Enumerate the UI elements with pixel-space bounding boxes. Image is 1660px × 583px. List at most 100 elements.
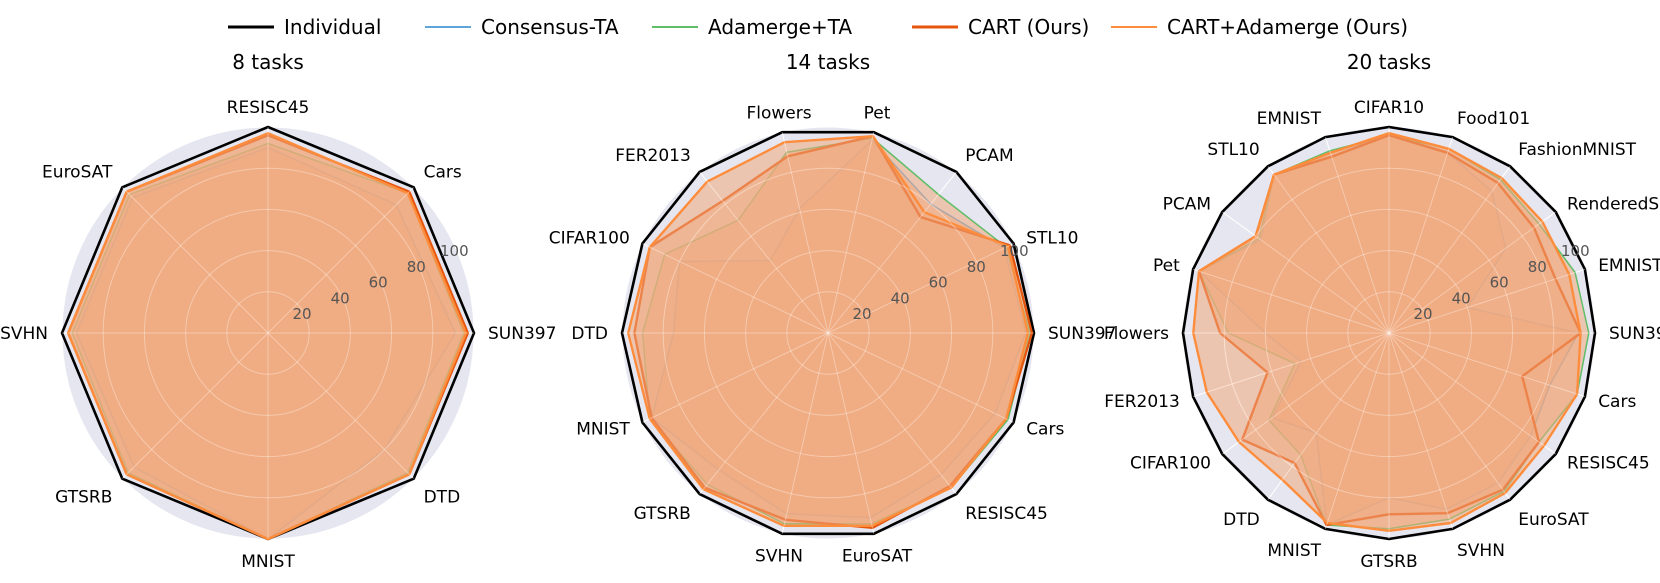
category-label: SUN397 xyxy=(488,324,556,344)
series-cart-adamerge-ours xyxy=(627,134,1030,527)
category-label: Food101 xyxy=(1457,109,1530,129)
category-label: GTSRB xyxy=(1360,552,1417,572)
legend-item-adamerge-ta: Adamerge+TA xyxy=(652,15,852,39)
grid-circle-overlay xyxy=(1306,250,1472,416)
grid-spoke-overlay xyxy=(1222,211,1390,334)
radar-panels: 20406080100SUN397CarsRESISC45EuroSATSVHN… xyxy=(0,50,1660,572)
grid-circle-overlay xyxy=(786,291,870,375)
grid-circle-overlay xyxy=(745,250,911,416)
series-individual xyxy=(620,130,1036,536)
category-label: MNIST xyxy=(1267,541,1321,561)
legend-label: CART (Ours) xyxy=(968,15,1089,39)
grid-spoke-overlay xyxy=(267,332,415,480)
grid-spoke-overlay xyxy=(827,332,957,495)
category-label: EMNIST xyxy=(1257,109,1322,129)
category-label: GTSRB xyxy=(634,504,691,524)
category-label: CIFAR100 xyxy=(549,229,630,249)
grid-circle-overlay xyxy=(1264,208,1514,458)
series-individual xyxy=(1181,125,1597,541)
category-label: RESISC45 xyxy=(1567,453,1650,473)
radar-panel-3: 20406080100SUN397EMNISTRenderedSST2Fashi… xyxy=(1104,50,1660,572)
radial-tick-label: 20 xyxy=(1414,305,1433,323)
panel-title: 14 tasks xyxy=(786,50,870,74)
grid-spoke-overlay xyxy=(1388,136,1454,334)
series-cart-adamerge-ours xyxy=(66,131,467,541)
grid-spoke-overlay xyxy=(121,186,269,334)
grid-spoke-overlay xyxy=(699,171,829,334)
category-label: CIFAR10 xyxy=(1354,98,1424,118)
radial-tick-label: 100 xyxy=(1561,242,1590,260)
category-label: SUN397 xyxy=(1609,324,1660,344)
legend-item-consensus-ta: Consensus-TA xyxy=(425,15,619,39)
series-individual xyxy=(60,125,476,541)
grid-spoke-overlay xyxy=(1192,268,1390,334)
radial-tick-label: 100 xyxy=(1000,242,1029,260)
radial-tick-label: 40 xyxy=(331,289,350,307)
series-cart-adamerge-ours xyxy=(1192,131,1582,532)
category-label: SVHN xyxy=(0,324,48,344)
grid-spoke-overlay xyxy=(642,332,829,423)
radial-tick-label: 60 xyxy=(1490,274,1509,292)
legend-item-individual: Individual xyxy=(228,15,381,39)
category-label: GTSRB xyxy=(55,488,112,508)
category-label: PCAM xyxy=(1163,195,1211,215)
grid-circle-overlay xyxy=(185,250,351,416)
grid-circle-overlay xyxy=(1347,291,1431,375)
grid-circle-overlay xyxy=(143,208,393,458)
grid-spoke-overlay xyxy=(1388,332,1454,530)
legend-label: Individual xyxy=(284,15,381,39)
legend-label: Adamerge+TA xyxy=(708,15,852,39)
grid-spoke-overlay xyxy=(699,332,829,495)
category-label: MNIST xyxy=(576,420,630,440)
category-label: FER2013 xyxy=(1104,392,1180,412)
category-label: Cars xyxy=(1598,392,1636,412)
radial-tick-label: 60 xyxy=(929,274,948,292)
category-label: RenderedSST2 xyxy=(1567,195,1660,215)
legend-label: CART+Adamerge (Ours) xyxy=(1167,15,1408,39)
radial-tick-label: 80 xyxy=(407,258,426,276)
category-label: Pet xyxy=(1153,256,1180,276)
grid-spoke-overlay xyxy=(1388,268,1586,334)
radial-tick-label: 40 xyxy=(891,289,910,307)
radial-tick-label: 60 xyxy=(369,274,388,292)
category-label: FER2013 xyxy=(615,146,691,166)
grid-circle-overlay xyxy=(102,167,434,499)
category-label: DTD xyxy=(424,488,461,508)
grid-spoke-overlay xyxy=(1192,332,1390,398)
grid-spoke-overlay xyxy=(121,332,269,480)
grid-circle-overlay xyxy=(703,208,953,458)
radial-tick-label: 20 xyxy=(293,305,312,323)
grid-spoke-overlay xyxy=(642,243,829,334)
legend: Individual Consensus-TA Adamerge+TA CART (O… xyxy=(228,15,1408,39)
radial-tick-label: 80 xyxy=(967,258,986,276)
radar-panel-2: 20406080100SUN397STL10PCAMPetFlowersFER2… xyxy=(549,50,1117,567)
category-label: Flowers xyxy=(746,104,811,124)
category-label: RESISC45 xyxy=(965,504,1048,524)
grid-circle-overlay xyxy=(226,291,310,375)
category-label: Cars xyxy=(1026,420,1064,440)
grid-spoke-overlay xyxy=(1388,211,1556,334)
category-label: SVHN xyxy=(1457,541,1505,561)
category-label: DTD xyxy=(1223,510,1260,530)
panel-title: 8 tasks xyxy=(232,50,304,74)
grid-spoke-overlay xyxy=(827,332,1014,423)
category-label: FashionMNIST xyxy=(1518,140,1636,160)
grid-spoke-overlay xyxy=(781,332,829,534)
category-label: SUN397 xyxy=(1048,324,1116,344)
panel-title: 20 tasks xyxy=(1347,50,1431,74)
legend-item-cart-adamerge-ours: CART+Adamerge (Ours) xyxy=(1111,15,1408,39)
category-label: STL10 xyxy=(1026,229,1078,249)
grid-spoke-overlay xyxy=(1388,332,1556,455)
grid-spoke-overlay xyxy=(781,132,829,334)
grid-overlay xyxy=(62,127,474,539)
grid-spoke-overlay xyxy=(827,171,957,334)
category-label: RESISC45 xyxy=(227,98,310,118)
radial-tick-label: 100 xyxy=(440,242,469,260)
grid-circle-overlay xyxy=(662,167,994,499)
category-label: Cars xyxy=(424,162,462,182)
grid-spoke-overlay xyxy=(1324,136,1390,334)
grid-spoke-overlay xyxy=(1388,332,1511,500)
grid-spoke-overlay xyxy=(827,132,875,334)
grid-spoke-overlay xyxy=(827,332,875,534)
